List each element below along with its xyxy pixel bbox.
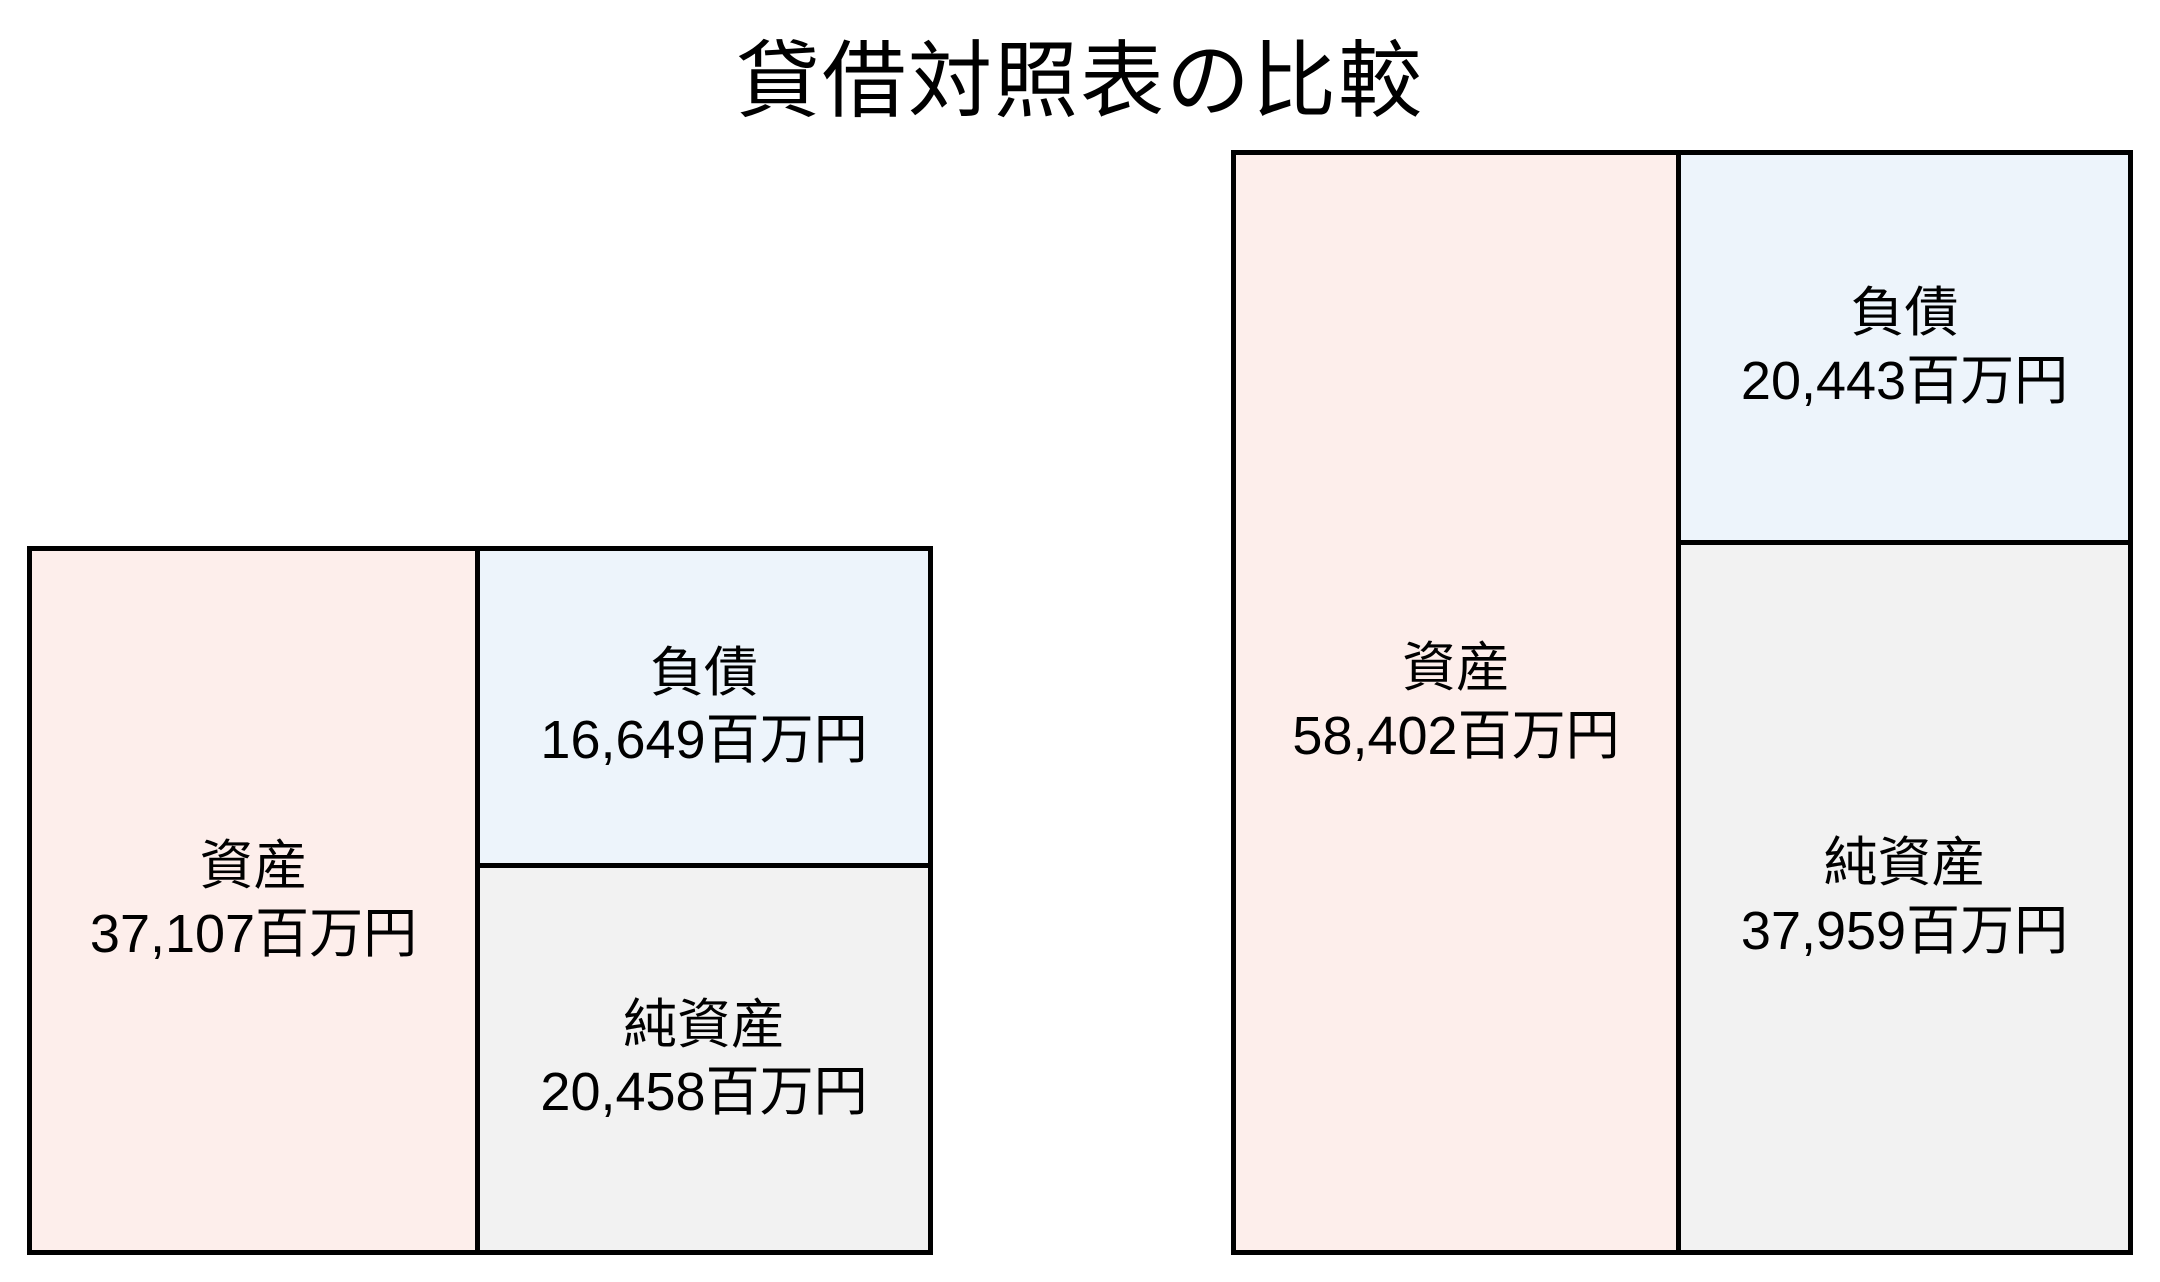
left-net-assets-label: 純資産	[623, 994, 785, 1055]
chart-title: 貸借対照表の比較	[735, 34, 1424, 128]
right-net-assets-box: 純資産 37,959百万円	[1676, 540, 2133, 1255]
left-liabilities-label: 負債	[650, 642, 758, 703]
right-net-assets-label: 純資産	[1823, 833, 1986, 893]
left-net-assets-box: 純資産 20,458百万円	[475, 863, 933, 1255]
right-net-assets-amount: 37,959百万円	[1740, 900, 2069, 961]
left-liabilities-amount: 16,649百万円	[540, 710, 868, 770]
right-assets-box: 資産 58,402百万円	[1231, 150, 1681, 1255]
left-assets-box: 資産 37,107百万円	[27, 546, 480, 1255]
left-assets-label: 資産	[199, 836, 308, 896]
left-net-assets-amount: 20,458百万円	[540, 1062, 868, 1122]
right-assets-amount: 58,402百万円	[1292, 705, 1620, 766]
left-liabilities-box: 負債 16,649百万円	[475, 546, 933, 868]
right-liabilities-amount: 20,443百万円	[1740, 350, 2069, 411]
right-liabilities-box: 負債 20,443百万円	[1676, 150, 2133, 545]
left-assets-amount: 37,107百万円	[89, 903, 418, 964]
right-liabilities-label: 負債	[1850, 283, 1959, 343]
right-assets-label: 資産	[1402, 638, 1510, 698]
